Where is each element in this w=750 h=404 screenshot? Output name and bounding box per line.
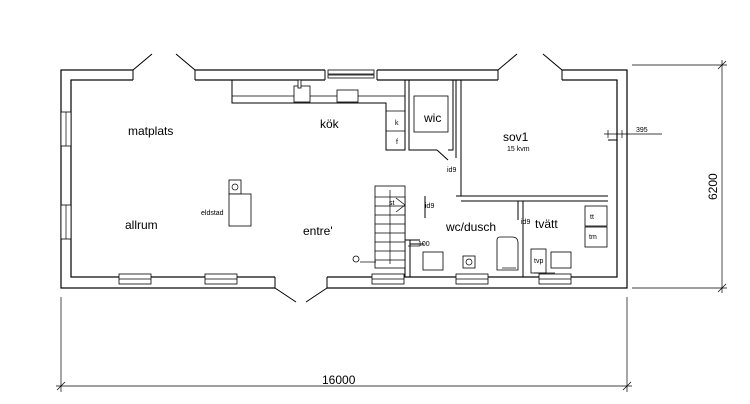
door-label-laundry: id9 (521, 219, 530, 226)
fireplace (228, 179, 252, 227)
fixture-label-st: st (389, 200, 395, 207)
dimension-wall-offset: 395 (636, 127, 648, 134)
room-label-wc-dusch: wc/dusch (445, 220, 496, 234)
bottom-wall-openings (274, 276, 328, 303)
room-area-sov1: 15 kvm (507, 146, 530, 153)
fireplace-label: eldstad (201, 210, 224, 217)
dimension-width: 16000 (322, 373, 356, 387)
laundry-fixtures (530, 205, 608, 274)
windows (60, 111, 572, 285)
room-label-sov1: sov1 (503, 130, 529, 144)
fixture-label-tvp: tvp (534, 258, 543, 265)
fixture-label-f: f (396, 139, 398, 146)
top-wall-openings (132, 53, 563, 82)
dimension-height: 6200 (706, 173, 720, 200)
door-label-bedroom: id9 (447, 167, 456, 174)
staircase (352, 185, 406, 269)
dimension-stair-step: 100 (418, 241, 430, 248)
fixture-label-k: k (395, 120, 399, 127)
room-label-matplats: matplats (128, 124, 173, 138)
room-label-allrum: allrum (125, 218, 158, 232)
room-label-entre: entre' (303, 224, 333, 238)
bedroom-walls (455, 80, 617, 202)
room-label-tvatt: tvätt (535, 217, 558, 231)
door-label-wc: id9 (425, 203, 434, 210)
room-label-kok: kök (320, 117, 340, 131)
wic-closet (408, 80, 454, 161)
room-label-wic: wic (423, 111, 441, 125)
fixture-label-tt: tt (590, 214, 594, 221)
outer-walls (60, 69, 628, 289)
kitchen-counter (231, 79, 406, 151)
dimension-lines (56, 60, 727, 392)
wc-fixtures (410, 236, 519, 271)
fixture-label-tm: tm (589, 234, 597, 241)
